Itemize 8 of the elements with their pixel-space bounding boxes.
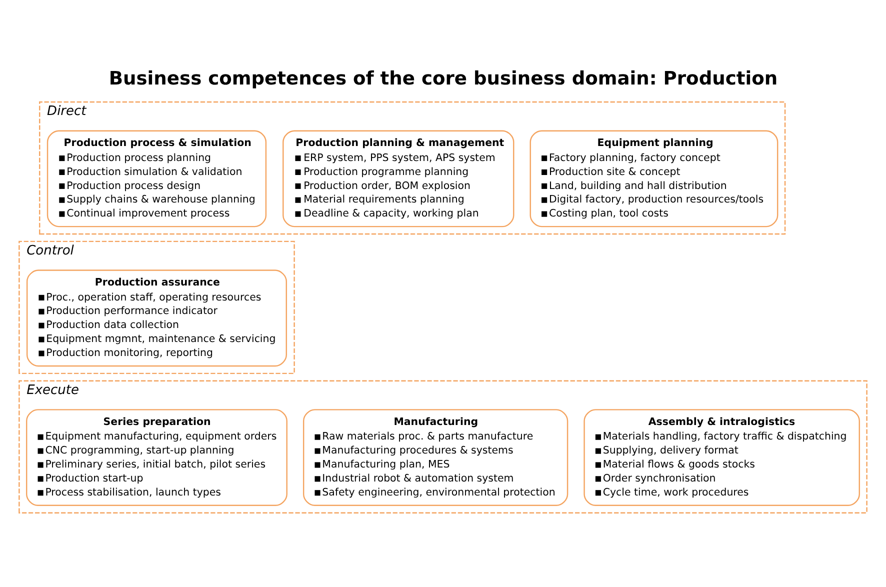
node-box: Series preparation Equipment manufacturing, equipment orders CNC programming, start-up planning Preliminary series, initial batch, pilot series Production start-up Process stabilisation, launch types: [26, 409, 288, 506]
node-box: Production assurance Proc., operation staff, operating resources Production performance indicator Production data collection Equipment mgmnt, maintenance & servicing Production monitoring, reporting: [26, 270, 287, 367]
node-box: Production planning & management ERP system, PPS system, APS system Production programme planning Production order, BOM explosion Material requirements planning Deadline & capacity, working plan: [282, 130, 514, 228]
diagram-title: Business competences of the core business domain: Production: [108, 68, 778, 90]
node-box: Assembly & intralogistics Materials handling, factory traffic & dispatching Supplying, delivery format Material flows & goods stocks Order synchronisation Cycle time, work procedures: [584, 409, 860, 506]
node-box: Manufacturing Raw materials proc. & parts manufacture Manufacturing procedures & systems Manufacturing plan, MES Industrial robot & automation system Safety engineering, environmental protection: [302, 409, 568, 506]
node-box: Production process & simulation Production process planning Production simulation & validation Production process design Supply chains & warehouse planning Continual improvement process: [46, 130, 267, 228]
node-box: Equipment planning Factory planning, factory concept Production site & concept Land, building and hall distribution Digital factory, production resources/tools Costing plan, tool costs: [530, 130, 778, 228]
